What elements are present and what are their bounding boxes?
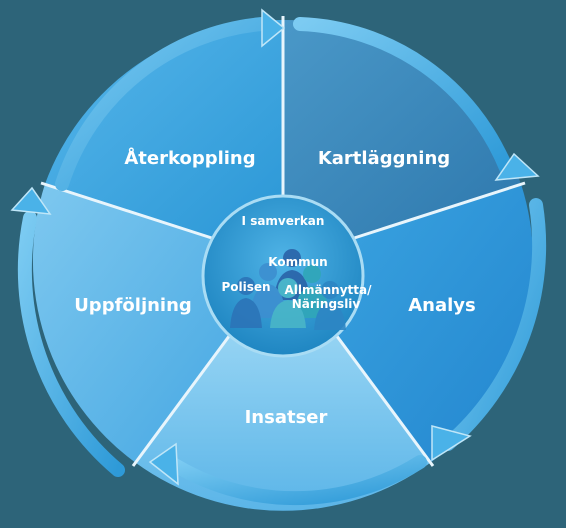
segment-separators xyxy=(40,16,526,467)
hub-actor-kommun: Kommun xyxy=(268,255,327,269)
arrow-to-kartlaggning xyxy=(55,17,269,191)
arrowhead-top xyxy=(261,8,286,48)
people-icon xyxy=(230,249,346,330)
label-analys: Analys xyxy=(408,295,476,316)
arrow-heads xyxy=(10,8,540,486)
arrowhead-right-top xyxy=(494,152,540,181)
hub-actor-polisen: Polisen xyxy=(221,280,270,294)
arrow-to-aterkoppling xyxy=(17,211,125,477)
arrow-to-uppfoljning xyxy=(163,455,427,506)
label-kartlaggning: Kartläggning xyxy=(318,148,450,169)
label-uppfoljning: Uppföljning xyxy=(74,295,192,316)
cycle-arrows xyxy=(17,17,547,506)
segment-analys xyxy=(325,184,534,463)
label-aterkoppling: Återkoppling xyxy=(124,146,255,169)
segment-uppfoljning xyxy=(32,184,242,463)
segment-insatser xyxy=(136,320,430,511)
hub-title: I samverkan xyxy=(242,214,325,228)
arrow-to-insatser xyxy=(441,198,547,451)
arrowhead-right-bottom xyxy=(431,425,472,462)
arrowhead-bottom xyxy=(148,442,179,486)
hub-actor-naringsliv: Näringsliv xyxy=(292,297,361,311)
segment-kartlaggning xyxy=(283,19,521,240)
arrow-to-analys xyxy=(293,17,513,175)
hub-actor-allmannytta: Allmännytta/ xyxy=(285,283,373,297)
label-insatser: Insatser xyxy=(245,407,328,428)
arrowhead-left xyxy=(10,186,52,215)
segment-aterkoppling xyxy=(45,19,283,240)
